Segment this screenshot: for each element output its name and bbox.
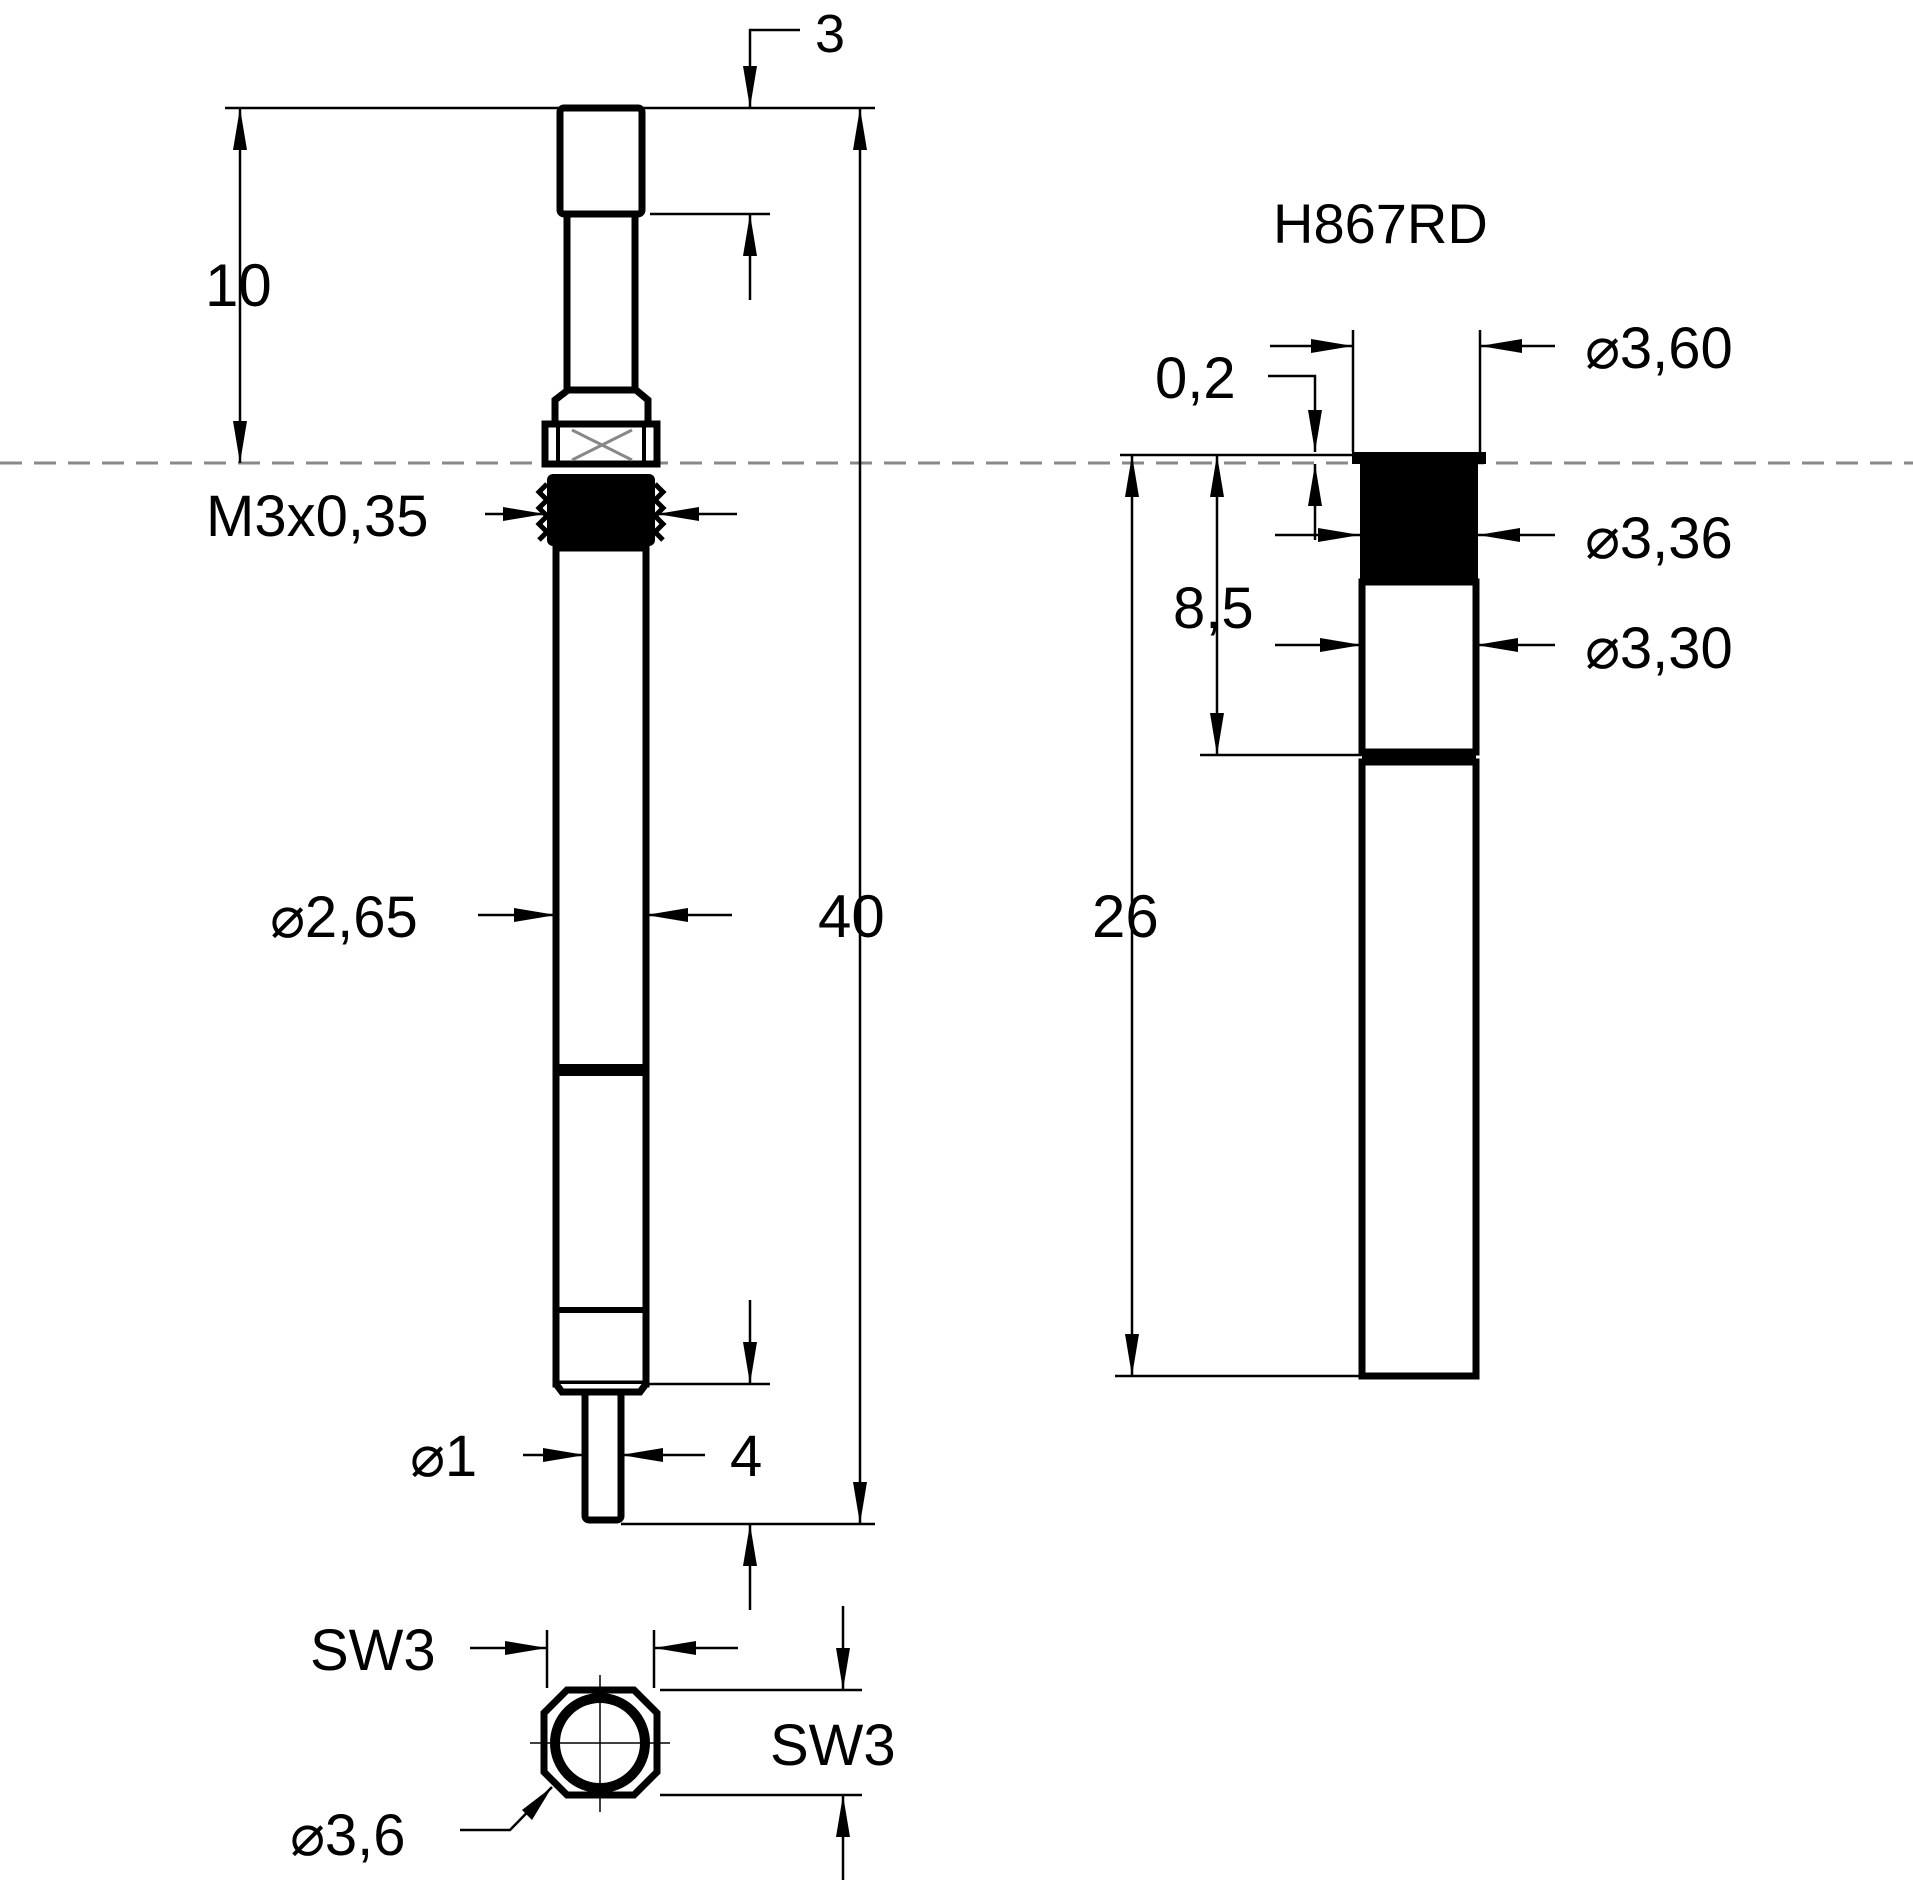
part-title: H867RD	[1273, 192, 1488, 255]
left-neck	[563, 210, 639, 396]
label-knurl-len: 8,5	[1173, 576, 1254, 641]
label-hex-dia: ⌀3,6	[290, 1803, 406, 1868]
diameter-symbol: ⌀	[290, 1803, 325, 1868]
diameter-symbol: ⌀	[270, 885, 305, 950]
diameter-symbol: ⌀	[1585, 506, 1620, 571]
label-sw-side: SW3	[770, 1713, 896, 1778]
left-collar	[551, 386, 652, 428]
right-tube	[1358, 758, 1480, 1380]
left-thread	[547, 474, 655, 546]
diameter-symbol: ⌀	[1585, 616, 1620, 681]
left-dimensions	[225, 28, 875, 1610]
label-tip-len: 3	[815, 4, 845, 64]
label-total-len-right: 26	[1092, 883, 1159, 950]
label-pin-dia: ⌀1	[410, 1424, 477, 1489]
hex-end-view	[460, 1606, 862, 1880]
label-shank-dia: ⌀3,30	[1585, 616, 1733, 681]
right-knurl	[1360, 464, 1478, 582]
diameter-symbol: ⌀	[410, 1424, 445, 1489]
left-part	[535, 104, 667, 1524]
label-sw-top: SW3	[310, 1618, 436, 1683]
left-cap	[556, 104, 646, 218]
right-dimensions	[1115, 330, 1555, 1378]
right-flange	[1352, 452, 1486, 464]
label-body-dia: ⌀2,65	[270, 885, 418, 950]
right-shank	[1358, 578, 1480, 756]
label-thread: M3x0,35	[206, 484, 428, 549]
label-pin-len: 4	[730, 1424, 762, 1489]
label-head-len: 10	[205, 252, 272, 319]
left-body	[552, 544, 650, 1388]
label-knurl-dia: ⌀3,36	[1585, 506, 1733, 571]
label-flange-dia: ⌀3,60	[1585, 316, 1733, 381]
label-flange-thk: 0,2	[1155, 346, 1236, 411]
hex-cross-2	[571, 428, 633, 462]
diameter-symbol: ⌀	[1585, 316, 1620, 381]
left-pin	[581, 1388, 625, 1524]
label-total-len-left: 40	[818, 883, 885, 950]
right-part	[1352, 452, 1486, 1380]
